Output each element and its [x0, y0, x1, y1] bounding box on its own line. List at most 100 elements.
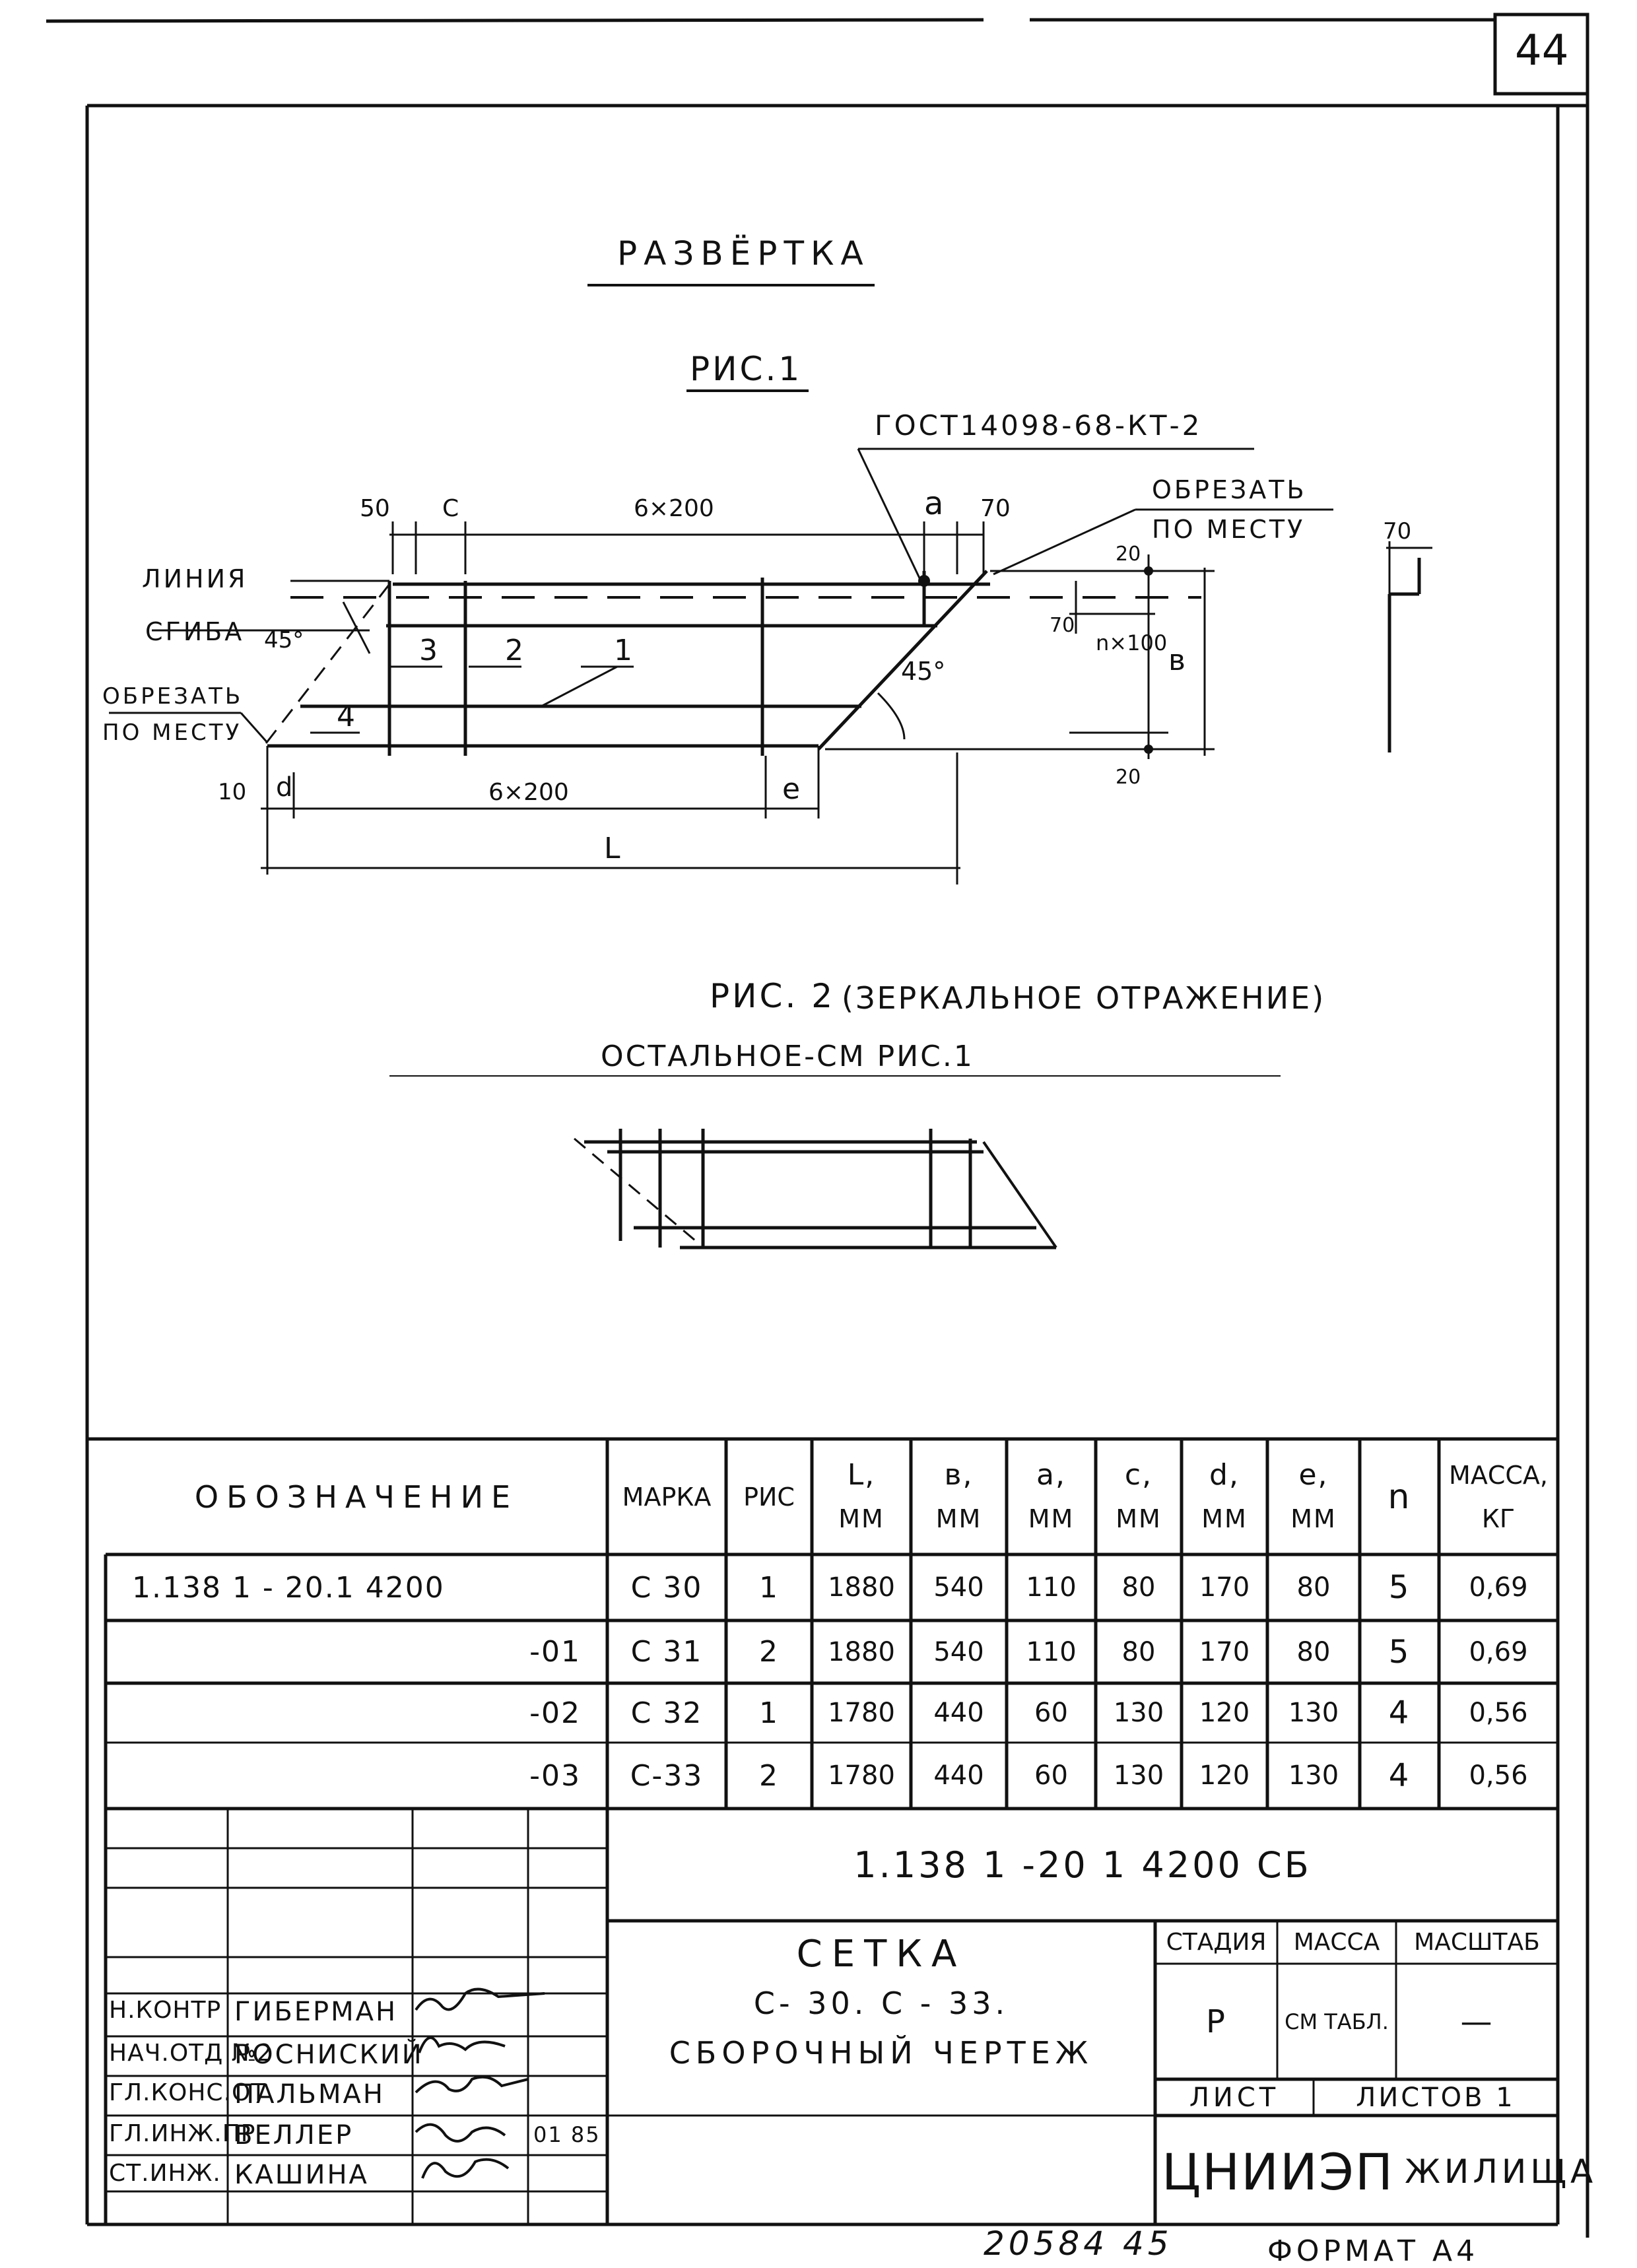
- organization-name: ЦНИИЭП: [1162, 2142, 1395, 2201]
- header-d: d, ММ: [1182, 1439, 1267, 1554]
- header-mass-unit: КГ: [1481, 1504, 1516, 1533]
- header-mass: МАССА,КГ: [1439, 1439, 1558, 1554]
- row-mass: 0,56: [1469, 1698, 1528, 1728]
- row-a: 60: [1034, 1698, 1068, 1728]
- position-4: 4: [337, 700, 358, 733]
- page-number: 44: [1515, 26, 1569, 75]
- drawing-title: РАЗВЁРТКА: [617, 234, 870, 273]
- dim-top-span: 6×200: [634, 495, 714, 522]
- dim-n100: n×100: [1096, 630, 1168, 655]
- gost-note: ГОСТ14098-68-КТ-2: [875, 409, 1203, 442]
- header-b-symbol: в,: [944, 1457, 974, 1492]
- cut-note-left-1: ОБРЕЗАТЬ: [102, 683, 244, 710]
- dim-L: L: [604, 832, 623, 865]
- row-mass: 0,56: [1469, 1760, 1528, 1791]
- stage-value: Р: [1206, 2003, 1226, 2040]
- row-mass: 0,69: [1469, 1636, 1528, 1667]
- row-n: 5: [1388, 1569, 1411, 1606]
- row-L: 1880: [828, 1636, 895, 1667]
- header-a-unit: ММ: [1028, 1504, 1075, 1533]
- position-3: 3: [419, 634, 440, 667]
- row-fig: 2: [759, 1635, 779, 1669]
- sheets-header: ЛИСТОВ 1: [1356, 2082, 1516, 2113]
- row-c: 130: [1113, 1760, 1164, 1791]
- row-fig: 1: [759, 1696, 779, 1730]
- header-fig: РИС: [743, 1482, 795, 1512]
- header-e-unit: ММ: [1290, 1504, 1337, 1533]
- row-c: 80: [1121, 1572, 1156, 1603]
- row-e: 80: [1296, 1636, 1331, 1667]
- row-n: 4: [1388, 1694, 1411, 1731]
- signer-name: ГИБЕРМАН: [234, 1997, 398, 2027]
- header-e: е,ММ: [1267, 1439, 1360, 1554]
- row-d: 170: [1199, 1572, 1250, 1603]
- header-L-symbol: L,: [847, 1457, 876, 1492]
- row-designation: -02: [529, 1696, 581, 1730]
- signer-role: ГЛ.КОНС.ОТ: [109, 2079, 267, 2106]
- scale-value: —: [1460, 2003, 1494, 2040]
- row-d: 120: [1199, 1698, 1250, 1728]
- cut-note-right-1: ОБРЕЗАТЬ: [1152, 475, 1307, 504]
- row-n: 4: [1388, 1757, 1411, 1794]
- header-a: а,ММ: [1007, 1439, 1096, 1554]
- header-c-unit: ММ: [1116, 1504, 1162, 1533]
- dim-a: а: [924, 485, 947, 522]
- header-c-symbol: с,: [1124, 1457, 1153, 1492]
- header-b-unit: ММ: [935, 1504, 982, 1533]
- row-d: 170: [1199, 1636, 1250, 1667]
- mass-header: МАССА: [1293, 1929, 1380, 1956]
- row-b: 440: [933, 1760, 984, 1791]
- bend-angle: 45°: [264, 627, 304, 653]
- signer-role: СТ.ИНЖ.: [109, 2160, 221, 2187]
- header-L: L, ММ: [812, 1439, 911, 1554]
- row-b: 440: [933, 1698, 984, 1728]
- signer-name: РОСНИСКИЙ: [234, 2040, 424, 2070]
- row-fig: 2: [759, 1758, 779, 1793]
- fig1-label: РИС.1: [690, 350, 803, 388]
- cut-note-left-2: ПО МЕСТУ: [102, 719, 242, 746]
- row-designation: 1.138 1 - 20.1 4200: [132, 1570, 445, 1605]
- cut-note-right-2: ПО МЕСТУ: [1152, 515, 1306, 544]
- stage-header: СТАДИЯ: [1166, 1929, 1267, 1956]
- header-d-symbol: d,: [1209, 1457, 1240, 1492]
- mass-value: СМ ТАБЛ.: [1285, 2009, 1389, 2034]
- header-d-unit: ММ: [1201, 1504, 1248, 1533]
- signer-name: ПАЛЬМАН: [234, 2079, 385, 2110]
- row-e: 130: [1288, 1698, 1339, 1728]
- row-designation: -01: [529, 1635, 581, 1669]
- signer-role: ГЛ.ИНЖ.ПР: [109, 2120, 256, 2147]
- drawing-type: СБОРОЧНЫЙ ЧЕРТЕЖ: [669, 2035, 1094, 2071]
- row-d: 120: [1199, 1760, 1250, 1791]
- dim-e: е: [782, 772, 803, 806]
- header-n: n: [1387, 1477, 1411, 1517]
- row-b: 540: [933, 1572, 984, 1603]
- header-mark: МАРКА: [622, 1482, 712, 1512]
- dim-d: d: [276, 772, 296, 803]
- row-a: 110: [1026, 1572, 1077, 1603]
- row-a: 60: [1034, 1760, 1068, 1791]
- header-L-unit: ММ: [838, 1504, 885, 1533]
- header-c: с, ММ: [1096, 1439, 1182, 1554]
- row-L: 1780: [828, 1698, 895, 1728]
- signer-role: Н.КОНТР: [109, 1997, 222, 2024]
- dim-c: С: [442, 495, 462, 522]
- sign-date: 01 85: [533, 2122, 601, 2147]
- dim-70-side: 70: [1050, 614, 1075, 637]
- row-c: 130: [1113, 1698, 1164, 1728]
- bend-line-2: СГИБА: [145, 617, 245, 646]
- row-mark: С-33: [630, 1758, 704, 1793]
- signer-name: КАШИНА: [234, 2160, 369, 2190]
- row-mass: 0,69: [1469, 1572, 1528, 1603]
- dim-b: в: [1168, 644, 1188, 677]
- archive-code: 20584 45: [984, 2224, 1173, 2263]
- signer-role: НАЧ.ОТД №2: [109, 2040, 273, 2067]
- row-fig: 1: [759, 1570, 779, 1605]
- product-marks: С- 30. С - 33.: [753, 1985, 1009, 2021]
- row-mark: С 32: [630, 1696, 703, 1730]
- product-name: СЕТКА: [796, 1932, 966, 1976]
- angle-45: 45°: [901, 657, 946, 686]
- row-e: 130: [1288, 1760, 1339, 1791]
- signer-name: ВЕЛЛЕР: [234, 2120, 354, 2151]
- fig2-note: (ЗЕРКАЛЬНОЕ ОТРАЖЕНИЕ): [842, 980, 1326, 1016]
